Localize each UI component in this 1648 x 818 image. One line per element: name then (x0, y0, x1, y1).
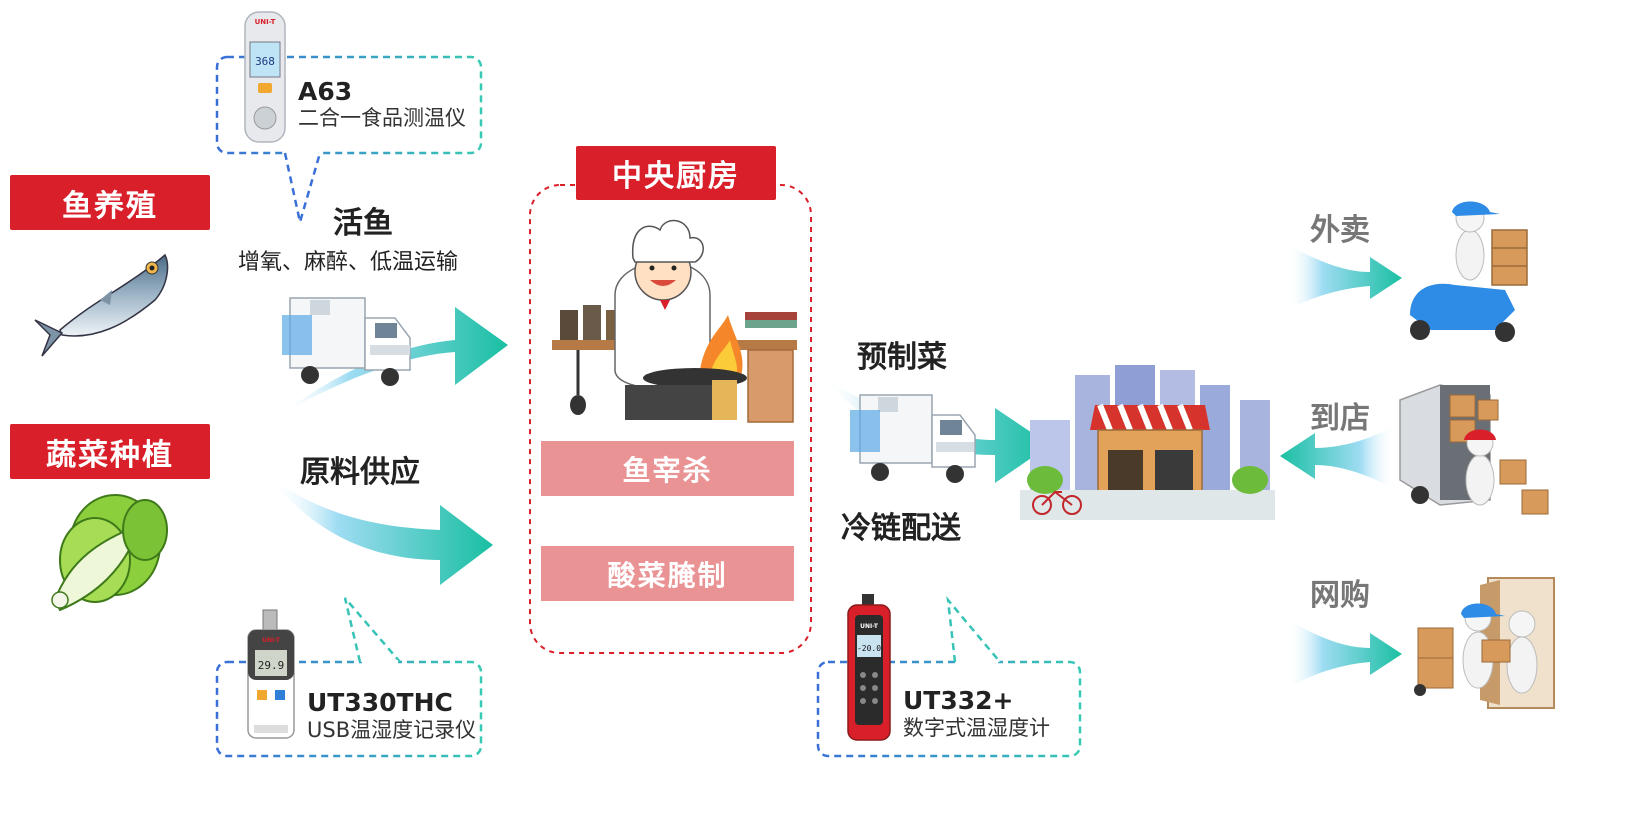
cabbage-illustration (51, 494, 168, 612)
truck-illustration-live-fish (282, 297, 411, 386)
arrow-online (1288, 620, 1402, 688)
callout-a63-frame (215, 55, 483, 223)
fish-slaughter-step: 鱼宰杀 (541, 441, 794, 496)
a63-brand-text: UNI-T (255, 18, 276, 26)
ut330thc-device-illustration: 29.9 UNI-T (247, 609, 295, 739)
fish-farming-label: 鱼养殖 (10, 175, 210, 230)
fish-illustration (34, 253, 169, 357)
ut330thc-display-reading: 29.9 (258, 659, 285, 672)
a63-device-illustration: 368 UNI-T (244, 11, 286, 143)
scooter-delivery-illustration (1410, 201, 1528, 342)
raw-supply-title: 原料供应 (300, 455, 420, 490)
a63-display-reading: 368 (255, 55, 275, 68)
truck-illustration-cold-chain (850, 394, 976, 483)
ut332-brand-text: UNI-T (860, 623, 879, 630)
arrow-in-store (1280, 425, 1395, 490)
ut332-model-name: UT332+ (903, 686, 1014, 715)
door-delivery-illustration (1414, 577, 1555, 709)
ut330thc-description: USB温湿度记录仪 (307, 718, 477, 742)
channel-takeout-label: 外卖 (1310, 213, 1370, 248)
cold-chain-title: 冷链配送 (841, 511, 961, 546)
ut332-device-illustration: -20.0 UNI-T (847, 594, 891, 741)
a63-description: 二合一食品测温仪 (298, 106, 466, 130)
vegetable-planting-label: 蔬菜种植 (10, 424, 210, 479)
central-kitchen-title: 中央厨房 (576, 146, 776, 200)
store-illustration (1020, 365, 1275, 520)
ut330thc-model-name: UT330THC (307, 688, 453, 717)
truck-unload-illustration (1399, 384, 1549, 515)
callout-ut332-frame (816, 596, 1082, 758)
ut332-display-reading: -20.0 (857, 644, 881, 653)
a63-model-name: A63 (298, 77, 353, 106)
arrow-raw-supply (270, 478, 493, 585)
arrow-takeout (1288, 245, 1402, 310)
channel-in-store-label: 到店 (1310, 401, 1370, 436)
ut330thc-brand-text: UNI-T (262, 637, 281, 644)
ut332-description: 数字式温湿度计 (903, 716, 1050, 740)
sauerkraut-pickling-step: 酸菜腌制 (541, 546, 794, 601)
channel-online-label: 网购 (1310, 578, 1370, 613)
live-fish-subtitle: 增氧、麻醉、低温运输 (238, 250, 459, 275)
chef-illustration (552, 219, 797, 423)
live-fish-title: 活鱼 (333, 206, 393, 241)
prepared-dishes-title: 预制菜 (857, 340, 947, 375)
callout-ut330thc-frame (215, 597, 483, 758)
